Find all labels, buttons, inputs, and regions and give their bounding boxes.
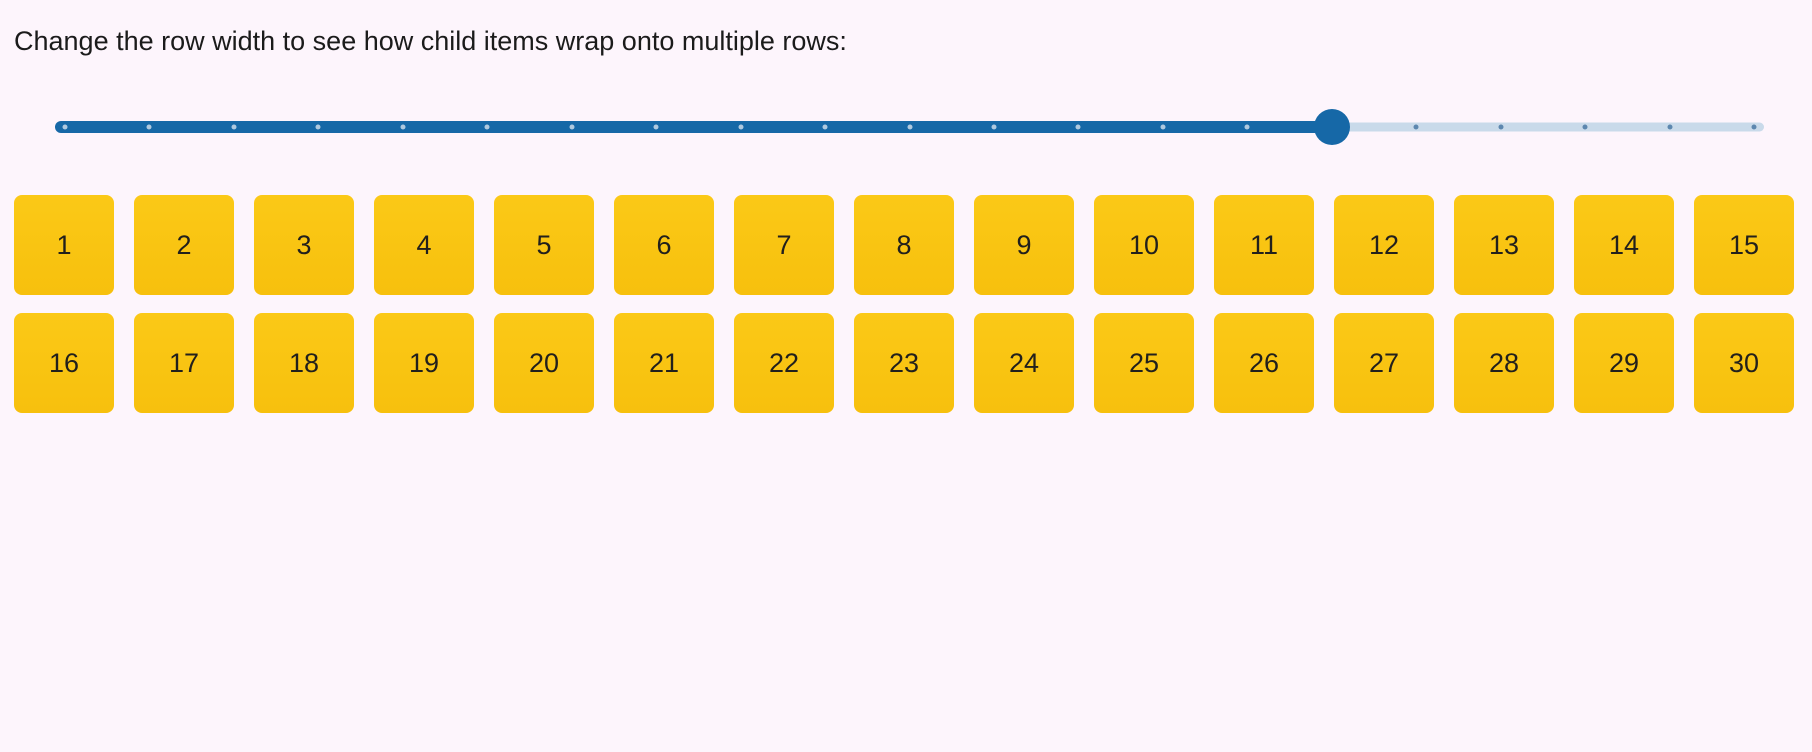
grid-item: 3 <box>254 195 354 295</box>
grid-item: 15 <box>1694 195 1794 295</box>
grid-item-label: 19 <box>408 347 440 378</box>
slider-tick <box>62 124 68 130</box>
slider-tick <box>231 124 237 130</box>
slider-tick <box>1582 124 1588 130</box>
slider-tick <box>991 124 997 130</box>
grid-item: 26 <box>1214 313 1314 413</box>
slider-thumb[interactable] <box>1313 109 1350 145</box>
grid-item-label: 10 <box>1128 229 1160 260</box>
grid-item-label: 15 <box>1728 229 1760 260</box>
slider-tick <box>569 124 575 130</box>
grid-item-label: 9 <box>1016 229 1032 260</box>
slider-tick <box>738 124 744 130</box>
grid-item: 11 <box>1214 195 1314 295</box>
slider-tick <box>1075 124 1081 130</box>
grid-item: 10 <box>1094 195 1194 295</box>
grid-item-label: 3 <box>296 229 312 260</box>
grid-item: 19 <box>374 313 474 413</box>
grid-item: 9 <box>974 195 1074 295</box>
grid-item-label: 14 <box>1608 229 1640 260</box>
grid-item: 25 <box>1094 313 1194 413</box>
grid-item: 22 <box>734 313 834 413</box>
slider-tick <box>1667 124 1673 130</box>
grid-item-label: 24 <box>1008 347 1040 378</box>
grid-item: 6 <box>614 195 714 295</box>
grid-item-label: 8 <box>896 229 912 260</box>
slider-rail-filled[interactable] <box>55 121 1332 133</box>
grid-item-label: 1 <box>56 229 72 260</box>
grid-item-label: 12 <box>1368 229 1400 260</box>
grid-item: 21 <box>614 313 714 413</box>
slider-tick <box>1751 124 1757 130</box>
slider-tick <box>315 124 321 130</box>
slider-rail-remaining[interactable] <box>1331 122 1764 132</box>
grid-item-label: 20 <box>528 347 560 378</box>
grid-item: 24 <box>974 313 1074 413</box>
grid-item-label: 21 <box>648 347 680 378</box>
slider-tick <box>1160 124 1166 130</box>
grid-item: 29 <box>1574 313 1674 413</box>
grid-item: 13 <box>1454 195 1554 295</box>
grid-item: 7 <box>734 195 834 295</box>
grid-item-label: 26 <box>1248 347 1280 378</box>
slider-tick <box>822 124 828 130</box>
grid-item-label: 7 <box>776 229 792 260</box>
grid-item: 16 <box>14 313 114 413</box>
grid-item-label: 30 <box>1728 347 1760 378</box>
slider-tick <box>400 124 406 130</box>
page-title: Change the row width to see how child it… <box>14 26 847 56</box>
grid-item-label: 2 <box>176 229 192 260</box>
grid-item: 18 <box>254 313 354 413</box>
slider-tick <box>907 124 912 130</box>
grid-item: 23 <box>854 313 954 413</box>
slider-tick <box>1498 124 1504 130</box>
grid-item-label: 5 <box>536 229 552 260</box>
grid-item: 30 <box>1694 313 1794 413</box>
grid-item-label: 22 <box>768 347 800 378</box>
grid-item-label: 29 <box>1608 347 1640 378</box>
grid-item: 14 <box>1574 195 1674 295</box>
grid-item: 20 <box>494 313 594 413</box>
grid-item: 17 <box>134 313 234 413</box>
slider-tick <box>653 124 659 130</box>
slider-tick <box>146 124 152 130</box>
slider-tick <box>484 124 490 130</box>
grid-item-label: 23 <box>888 347 920 378</box>
slider-tick <box>1413 124 1419 130</box>
row-width-slider[interactable] <box>55 109 1764 145</box>
grid-item: 12 <box>1334 195 1434 295</box>
grid-item-label: 17 <box>168 347 200 378</box>
grid-item-label: 6 <box>656 229 672 260</box>
grid-item: 2 <box>134 195 234 295</box>
grid-item-label: 18 <box>288 347 320 378</box>
grid-item: 8 <box>854 195 954 295</box>
grid-item: 4 <box>374 195 474 295</box>
grid-item-label: 28 <box>1488 347 1520 378</box>
grid-item-label: 13 <box>1488 229 1520 260</box>
grid-item: 5 <box>494 195 594 295</box>
slider-tick <box>1244 124 1250 130</box>
grid-item-label: 11 <box>1249 229 1279 260</box>
grid-item-label: 25 <box>1128 347 1160 378</box>
grid-item-label: 4 <box>416 229 432 260</box>
grid-item: 1 <box>14 195 114 295</box>
grid-item-label: 27 <box>1368 347 1400 378</box>
grid-item: 28 <box>1454 313 1554 413</box>
grid-item-label: 16 <box>48 347 80 378</box>
grid-item: 27 <box>1334 313 1434 413</box>
